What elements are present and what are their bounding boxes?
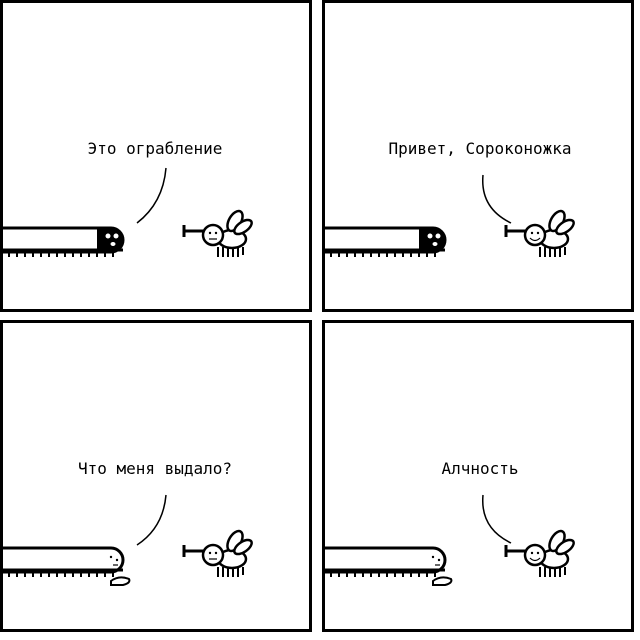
speech-tail bbox=[136, 494, 167, 546]
speech-tail bbox=[136, 167, 167, 224]
bee bbox=[182, 526, 256, 579]
speech-caption: Что меня выдало? bbox=[78, 459, 232, 478]
comic-panel-4: Алчность bbox=[322, 320, 634, 632]
shed-mask bbox=[432, 576, 453, 586]
speech-caption: Алчность bbox=[441, 459, 518, 478]
speech-tail bbox=[482, 494, 512, 544]
centipede bbox=[325, 226, 447, 259]
shed-mask bbox=[110, 576, 131, 586]
speech-caption: Привет, Сороконожка bbox=[388, 139, 571, 158]
speech-caption: Это ограбление bbox=[88, 139, 223, 158]
bee bbox=[504, 206, 578, 259]
centipede bbox=[3, 546, 131, 586]
bee bbox=[182, 206, 256, 259]
comic-panel-2: Привет, Сороконожка bbox=[322, 0, 634, 312]
speech-tail bbox=[482, 174, 512, 224]
bee bbox=[504, 526, 578, 579]
centipede bbox=[3, 226, 125, 259]
comic-panel-1: Это ограбление bbox=[0, 0, 312, 312]
comic-panel-3: Что меня выдало? bbox=[0, 320, 312, 632]
centipede bbox=[325, 546, 453, 586]
